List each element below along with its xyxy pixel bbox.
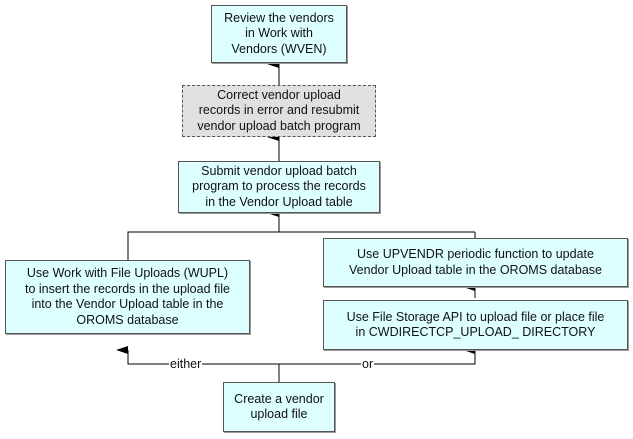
- node-filestorage-text: Use File Storage API to upload file or p…: [346, 309, 605, 340]
- node-correct-text: Correct vendor upload records in error a…: [197, 87, 361, 133]
- edge-create-to-filestorage: [279, 346, 476, 365]
- node-upvendr-text: Use UPVENDR periodic function to update …: [349, 247, 602, 277]
- edge-create-to-wupl: [116, 346, 279, 365]
- edge-wupl-to-submit: [127, 231, 475, 260]
- node-create: Create a vendor upload file: [223, 382, 335, 432]
- edge-label-either: either: [169, 357, 203, 371]
- edge-label-or: or: [361, 357, 375, 371]
- node-filestorage: Use File Storage API to upload file or p…: [323, 300, 628, 350]
- node-wupl-text: Use Work with File Uploads (WUPL) to ins…: [25, 266, 230, 327]
- node-submit-text: Submit vendor upload batch program to pr…: [192, 163, 366, 209]
- node-submit: Submit vendor upload batch program to pr…: [178, 161, 380, 213]
- node-create-text: Create a vendor upload file: [234, 391, 324, 422]
- node-wupl: Use Work with File Uploads (WUPL) to ins…: [5, 260, 250, 334]
- node-correct: Correct vendor upload records in error a…: [182, 85, 376, 137]
- node-upvendr: Use UPVENDR periodic function to update …: [323, 238, 628, 287]
- node-review: Review the vendors in Work with Vendors …: [211, 5, 347, 63]
- node-review-text: Review the vendors in Work with Vendors …: [224, 10, 334, 56]
